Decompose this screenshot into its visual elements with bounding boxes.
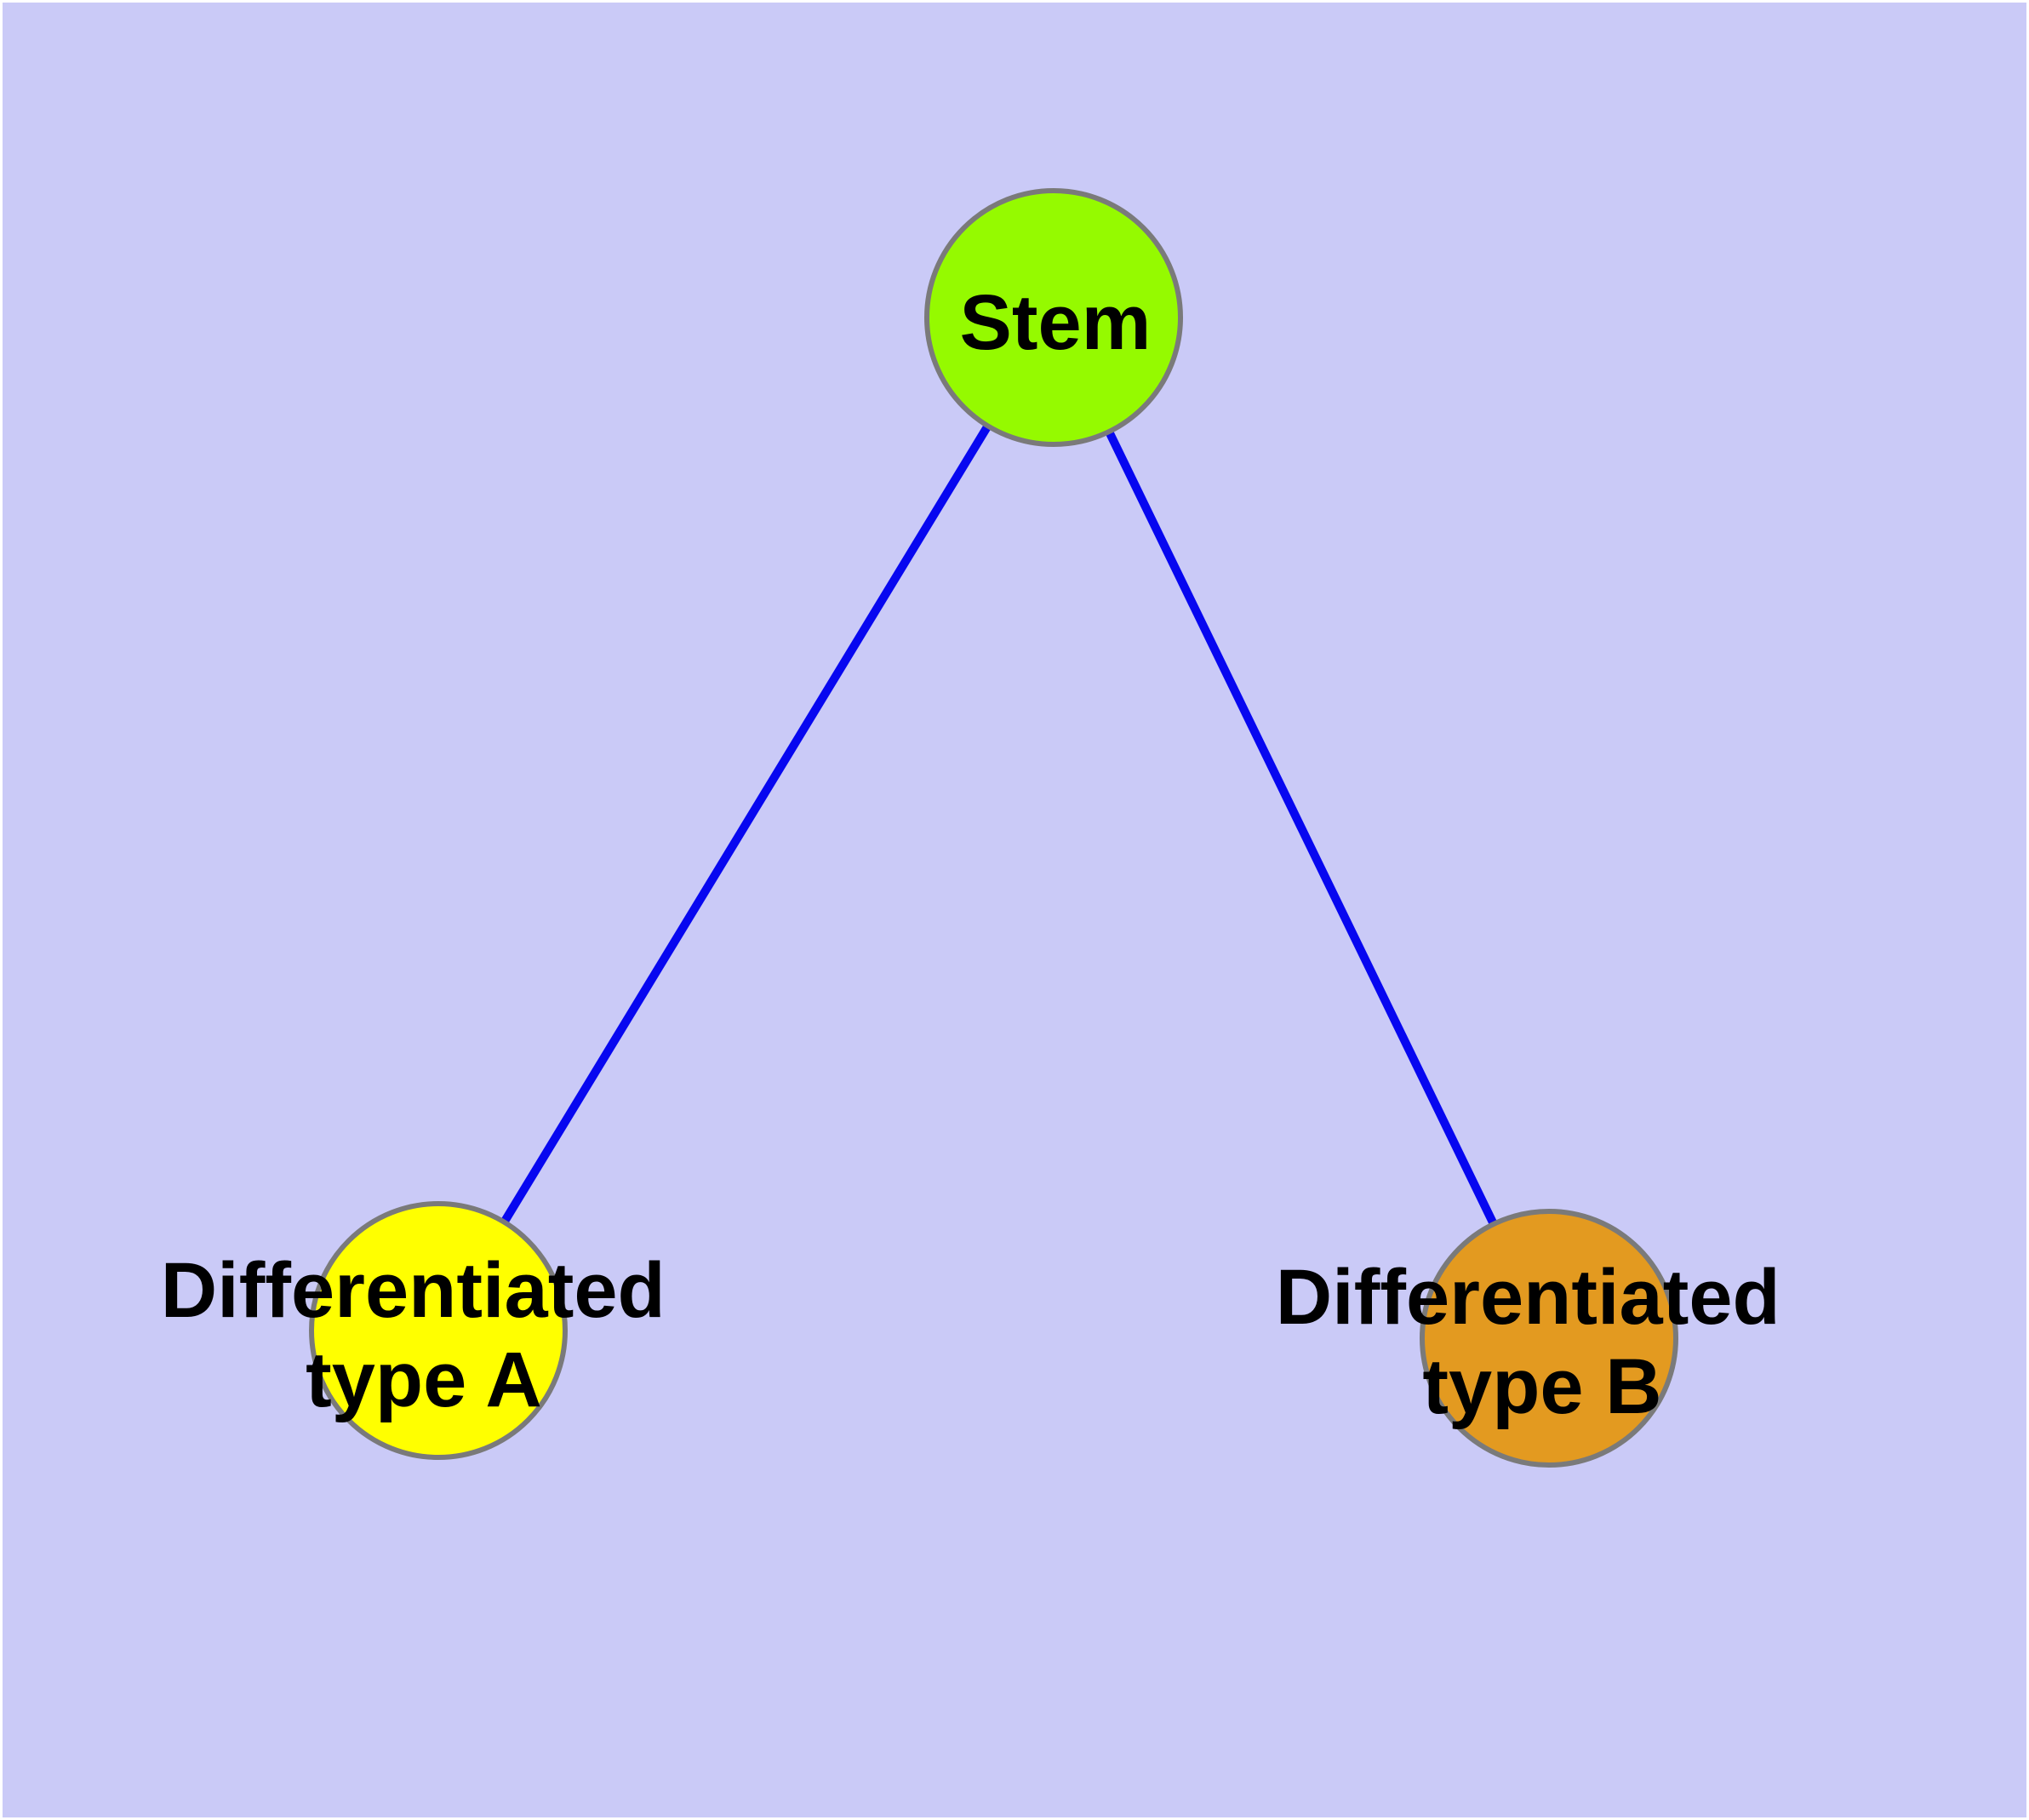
- node-differentiated-type-b-label: Differentiated type B: [1276, 1254, 1803, 1430]
- edge-stem-to-differentiated-type-b: [1049, 315, 1553, 1341]
- node-stem-circle[interactable]: [924, 188, 1183, 447]
- node-differentiated-type-a-label: Differentiated type A: [161, 1247, 688, 1423]
- node-stem-label: Stem: [960, 279, 1152, 366]
- node-differentiated-type-a-circle[interactable]: [309, 1201, 568, 1460]
- node-differentiated-type-b-label-line2: type B: [1422, 1343, 1661, 1430]
- node-differentiated-type-b-circle[interactable]: [1420, 1209, 1678, 1468]
- node-differentiated-type-b-label-line1: Differentiated: [1276, 1254, 1780, 1341]
- node-differentiated-type-a-label-line2: type A: [306, 1336, 542, 1423]
- node-differentiated-type-a-label-line1: Differentiated: [161, 1247, 666, 1334]
- edge-stem-to-differentiated-type-a: [434, 315, 1058, 1333]
